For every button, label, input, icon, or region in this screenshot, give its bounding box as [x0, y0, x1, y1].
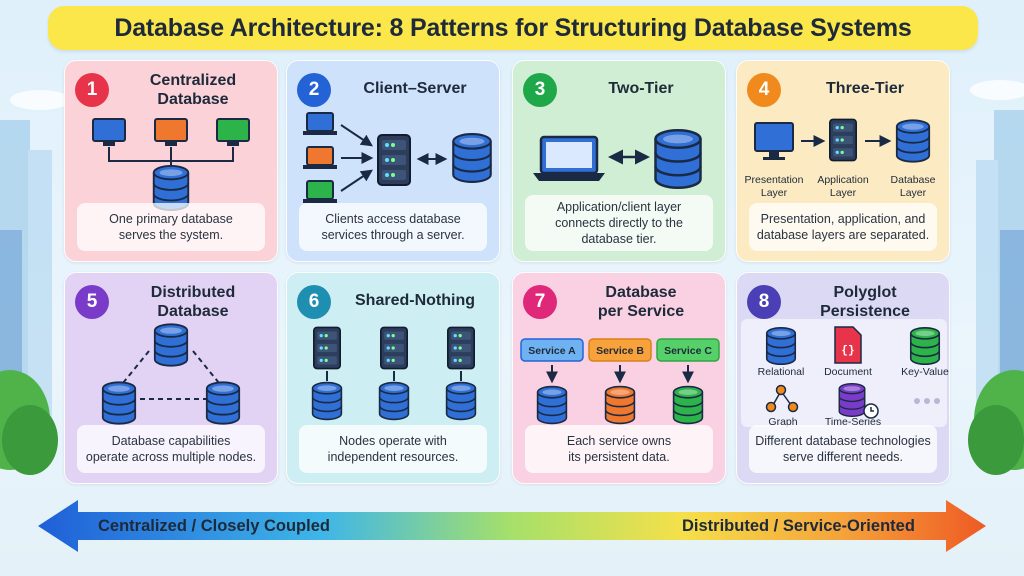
three-tier-diagram: Presentation Layer Application Layer Dat… — [745, 118, 936, 199]
document-icon: {} — [834, 326, 862, 364]
spectrum-left-label: Centralized / Closely Coupled — [98, 517, 330, 535]
database-icon — [153, 323, 189, 367]
monitor-icon — [92, 118, 126, 146]
shared-nothing-diagram — [311, 326, 477, 421]
pattern-number: 5 — [75, 285, 109, 319]
pattern-card-three-tier: Presentation Layer Application Layer Dat… — [736, 60, 950, 262]
database-icon — [654, 129, 702, 189]
layer-label: Presentation — [745, 174, 804, 186]
server-icon — [377, 133, 411, 187]
pattern-number: 2 — [297, 73, 331, 107]
clock-icon — [863, 403, 879, 419]
monitor-icon — [216, 118, 250, 146]
pattern-card-database-per-service: Service A Service B Service C 7 Database… — [512, 272, 726, 484]
database-icon — [895, 119, 931, 163]
server-icon — [829, 118, 857, 162]
pattern-title: Three-Tier — [826, 80, 904, 97]
service-c-box — [656, 338, 720, 362]
laptop-icon — [533, 135, 605, 181]
pattern-number: 8 — [747, 285, 781, 319]
distributed-diagram — [101, 323, 241, 425]
pattern-number: 6 — [297, 285, 331, 319]
page-title: Database Architecture: 8 Patterns for St… — [114, 13, 912, 42]
database-icon — [205, 381, 241, 425]
database-per-service-diagram: Service A Service B Service C — [520, 338, 720, 425]
service-b-box — [588, 338, 652, 362]
pattern-number: 1 — [75, 73, 109, 107]
pattern-card-polyglot-persistence: Relational {} Document Key-Value Graph T… — [736, 272, 950, 484]
polyglot-diagram: Relational {} Document Key-Value Graph T… — [741, 319, 949, 428]
pattern-number: 3 — [523, 73, 557, 107]
server-icon — [447, 326, 475, 370]
service-label: Service A — [528, 345, 576, 357]
database-icon — [378, 381, 410, 421]
layer-label: Layer — [900, 187, 927, 199]
server-icon — [313, 326, 341, 370]
service-label: Service B — [596, 345, 644, 357]
pattern-title: Client–Server — [363, 80, 467, 97]
laptop-icon — [306, 146, 334, 166]
graph-icon — [765, 384, 799, 413]
database-icon — [445, 381, 477, 421]
database-icon — [101, 381, 137, 425]
database-icon — [909, 327, 941, 365]
pattern-number: 7 — [523, 285, 557, 319]
svg-text:{}: {} — [841, 345, 854, 357]
monitor-icon — [754, 122, 794, 160]
database-icon — [765, 327, 797, 365]
database-icon — [672, 385, 704, 425]
store-label: Document — [824, 366, 872, 378]
database-icon — [311, 381, 343, 421]
spectrum-arrow — [38, 500, 986, 552]
laptop-icon — [306, 180, 334, 200]
layer-label: Application — [817, 174, 869, 186]
store-label: Relational — [758, 366, 805, 378]
service-a-box — [520, 338, 584, 362]
layer-label: Layer — [830, 187, 857, 199]
server-icon — [380, 326, 408, 370]
pattern-number: 4 — [747, 73, 781, 107]
spectrum-right-label: Distributed / Service-Oriented — [682, 517, 915, 535]
database-icon — [452, 133, 492, 183]
title-banner: Database Architecture: 8 Patterns for St… — [48, 6, 978, 50]
layer-label: Layer — [761, 187, 788, 199]
pattern-title: Two-Tier — [608, 80, 674, 97]
database-icon — [604, 385, 636, 425]
client-server-diagram — [303, 112, 492, 203]
database-icon — [838, 383, 866, 417]
centralized-diagram — [92, 118, 250, 211]
pattern-title: Shared-Nothing — [355, 292, 475, 309]
database-icon — [536, 385, 568, 425]
service-label: Service C — [664, 345, 712, 357]
store-label: Key-Value — [901, 366, 949, 378]
monitor-icon — [154, 118, 188, 146]
layer-label: Database — [891, 174, 936, 186]
more-icon — [914, 398, 940, 404]
two-tier-diagram — [533, 129, 702, 189]
laptop-icon — [306, 112, 334, 132]
